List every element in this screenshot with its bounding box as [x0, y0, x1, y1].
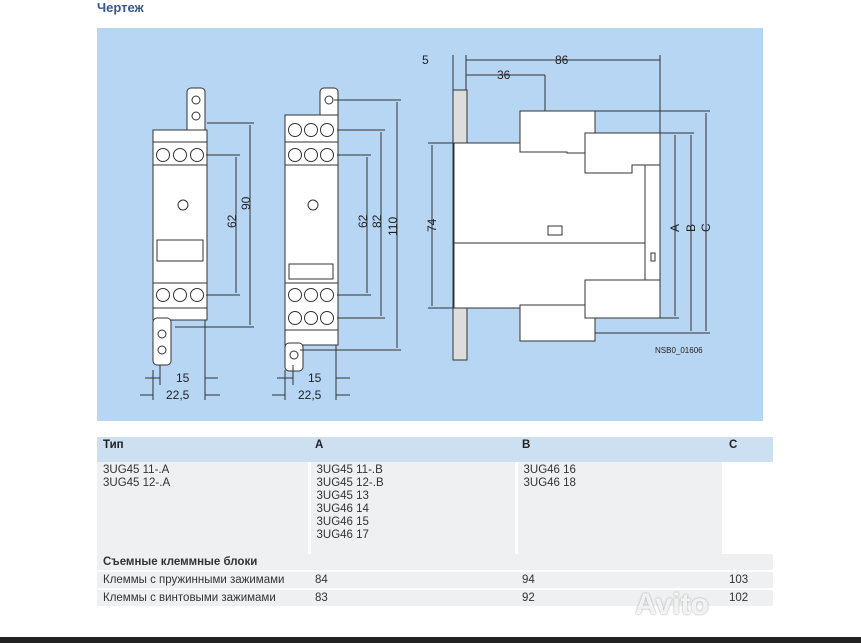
section-row: Съемные клеммные блоки [97, 554, 773, 571]
dim-86: 86 [555, 53, 569, 67]
dim-62-front1: 62 [225, 214, 239, 228]
row-b: 92 [516, 588, 723, 606]
header-b: B [516, 437, 723, 462]
dim-82: 82 [370, 214, 384, 228]
dim-62-front2: 62 [356, 214, 370, 228]
dim-c: C [699, 223, 713, 232]
table-row: Клеммы с винтовыми зажимами 83 92 102 [97, 588, 773, 606]
header-type: Тип [97, 437, 309, 462]
header-c: C [723, 437, 773, 462]
row-c: 102 [723, 588, 773, 606]
drawing-code: NSB0_01606 [655, 346, 703, 355]
table-row: Клеммы с пружинными зажимами 84 94 103 [97, 570, 773, 589]
front-view-2 [272, 87, 401, 400]
front-view-1 [140, 87, 254, 400]
dim-5: 5 [422, 53, 429, 67]
technical-drawing: 62 90 15 22,5 62 82 110 15 22,5 [140, 53, 713, 402]
dim-a: A [668, 224, 682, 232]
row-label: Клеммы с пружинными зажимами [97, 570, 309, 589]
dim-22-5-front2: 22,5 [298, 388, 322, 402]
section-title: Чертеж [97, 0, 144, 15]
dim-22-5-front1: 22,5 [166, 388, 190, 402]
table-header: Тип A B C [97, 437, 773, 462]
avito-watermark: Avito [635, 588, 709, 621]
a-item: 3UG45 13 [316, 490, 369, 502]
a-item: 3UG46 14 [316, 503, 369, 515]
side-view [428, 55, 710, 361]
row-a: 84 [309, 570, 516, 589]
drawing-panel: 62 90 15 22,5 62 82 110 15 22,5 [97, 28, 763, 421]
dim-b: B [684, 224, 698, 232]
header-a: A [309, 437, 516, 462]
row-a: 83 [309, 588, 516, 606]
dim-74: 74 [425, 218, 439, 232]
a-item: 3UG46 15 [316, 516, 369, 528]
dim-110: 110 [386, 217, 400, 236]
dim-15-front1: 15 [176, 371, 190, 385]
type-item: 3UG45 12-.A [103, 477, 171, 489]
table-row: 3UG45 11-.A 3UG45 12-.A 3UG45 11-.B 3UG4… [97, 462, 773, 554]
a-item: 3UG46 17 [316, 529, 369, 541]
a-item: 3UG45 11-.B [316, 464, 383, 476]
dim-90: 90 [239, 196, 253, 210]
dimensions-table: Тип A B C 3UG45 11-.A 3UG45 12-.A 3UG45 … [97, 437, 773, 606]
row-b: 94 [516, 570, 723, 589]
a-item: 3UG45 12-.B [316, 477, 384, 489]
b-item: 3UG46 18 [523, 477, 576, 489]
type-item: 3UG45 11-.A [103, 464, 170, 476]
section-label: Съемные клеммные блоки [97, 554, 773, 571]
dim-15-front2: 15 [308, 371, 322, 385]
row-c: 103 [723, 570, 773, 589]
b-item: 3UG46 16 [523, 464, 576, 476]
row-label: Клеммы с винтовыми зажимами [97, 588, 309, 606]
bottom-bar [0, 637, 861, 643]
dim-36: 36 [497, 68, 511, 82]
